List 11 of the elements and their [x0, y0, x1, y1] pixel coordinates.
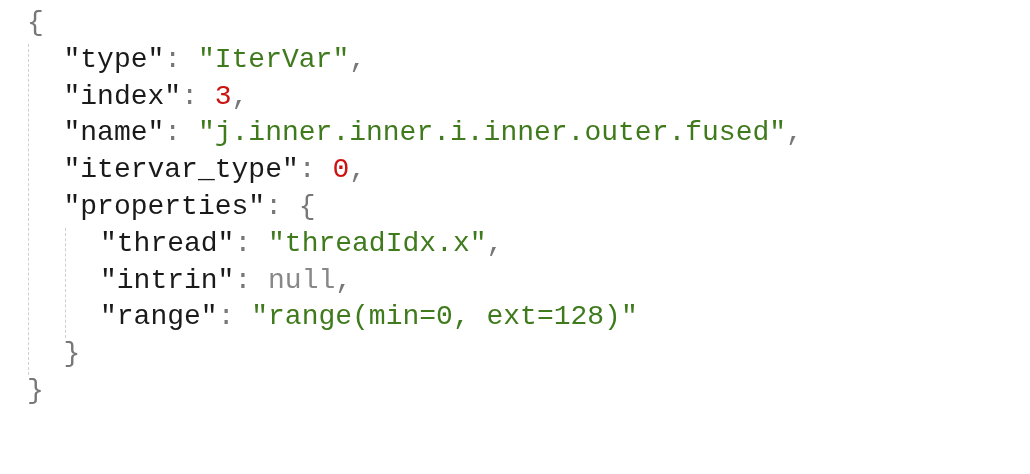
code-line: "itervar_type": 0, — [63, 153, 366, 188]
code-line: } — [63, 337, 81, 372]
code-line: "intrin": null, — [100, 263, 353, 298]
code-line: "index": 3, — [63, 79, 249, 114]
code-line: "thread": "threadIdx.x", — [100, 226, 504, 261]
code-line: "type": "IterVar", — [63, 42, 366, 77]
code-line: "range": "range(min=0, ext=128)" — [100, 300, 638, 335]
code-line: "properties": { — [63, 190, 316, 224]
code-line: "name": "j.inner.inner.i.inner.outer.fused", — [63, 116, 803, 151]
code-line: } — [27, 374, 44, 408]
code-line: { — [27, 6, 44, 40]
